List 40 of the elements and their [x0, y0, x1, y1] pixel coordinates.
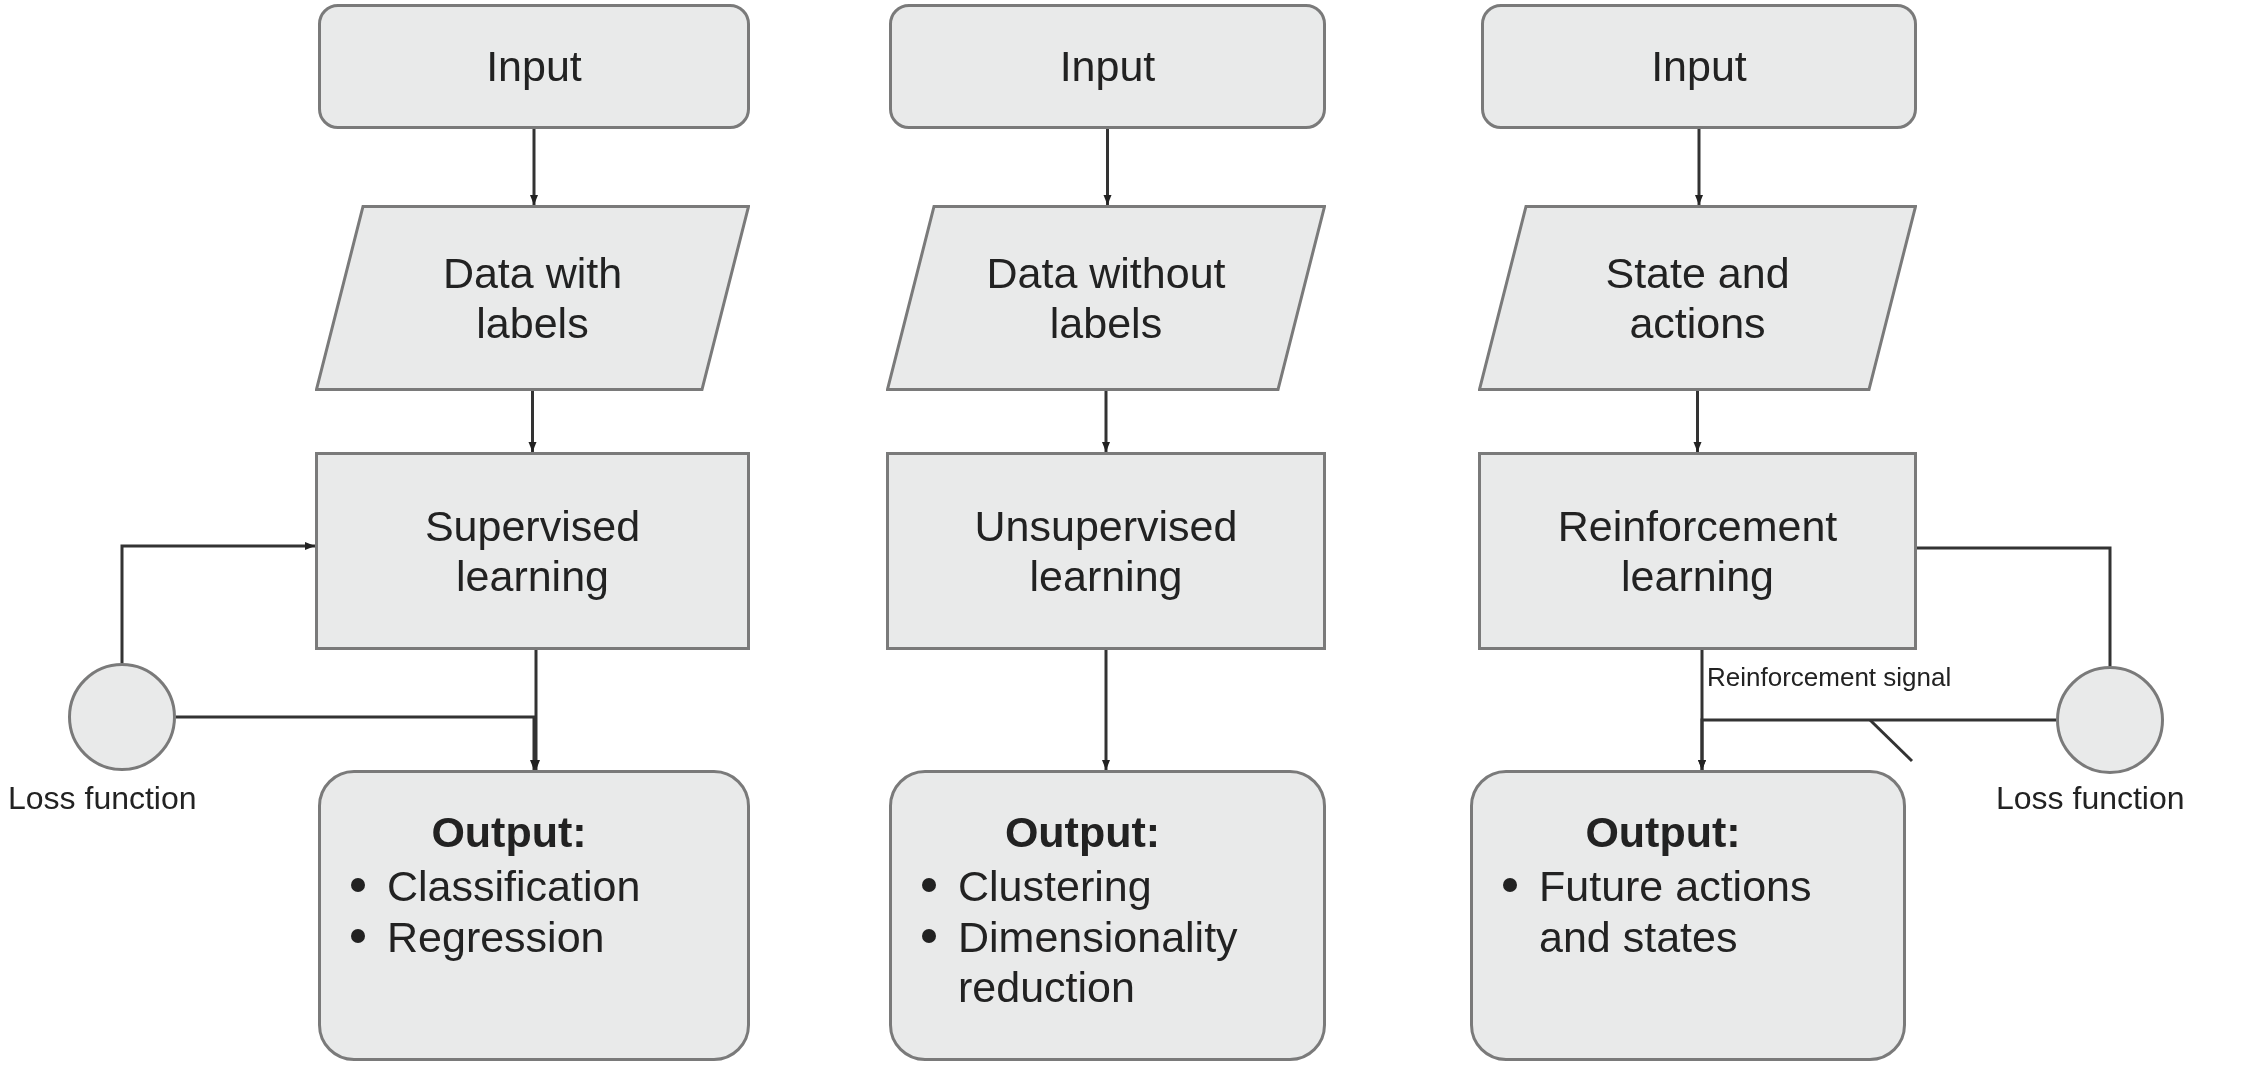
output-box: [889, 770, 1326, 1061]
arrow: [1693, 391, 1702, 452]
output-box: [318, 770, 750, 1061]
input-box: [1481, 4, 1917, 129]
arrow: [1695, 129, 1703, 205]
node-label: Input: [1059, 41, 1156, 92]
node-label: State and actions: [1604, 247, 1791, 349]
node-label: Unsupervised learning: [973, 500, 1239, 602]
arrow: [120, 542, 315, 663]
node-label: Input: [1651, 41, 1747, 92]
arrow: [528, 391, 537, 452]
node-label: Data without labels: [985, 247, 1227, 349]
output-heading: Output:: [431, 807, 587, 858]
arrow: [532, 650, 540, 770]
process-box: [315, 452, 750, 650]
node-label: Input: [486, 41, 582, 92]
list-item: Future actions and states: [1539, 861, 1813, 962]
node-label: Supervised learning: [423, 500, 642, 602]
node-label: Reinforcement learning: [1556, 500, 1839, 602]
node-label: Data with labels: [441, 247, 624, 349]
output-heading: Output:: [1004, 807, 1161, 858]
caption-text: Loss function: [8, 780, 197, 817]
output-heading: Output:: [1585, 807, 1741, 858]
input-box: [889, 4, 1326, 129]
process-box: [1478, 452, 1917, 650]
output-box: [1470, 770, 1906, 1061]
list-item: Regression: [387, 911, 605, 962]
arrow: [1102, 391, 1110, 452]
list-item: Dimensionality reduction: [958, 911, 1239, 1013]
arrow: [530, 129, 538, 205]
connector-line: [1917, 546, 2112, 666]
process-box: [886, 452, 1326, 650]
arrow: [1698, 718, 2056, 770]
caption-text: Loss function: [1996, 780, 2185, 817]
input-box: [318, 4, 750, 129]
list-item: Clustering: [958, 861, 1152, 912]
arrow: [176, 715, 538, 770]
arrow: [1103, 129, 1112, 205]
arrow: [1102, 650, 1110, 770]
list-item: Classification: [387, 861, 641, 912]
